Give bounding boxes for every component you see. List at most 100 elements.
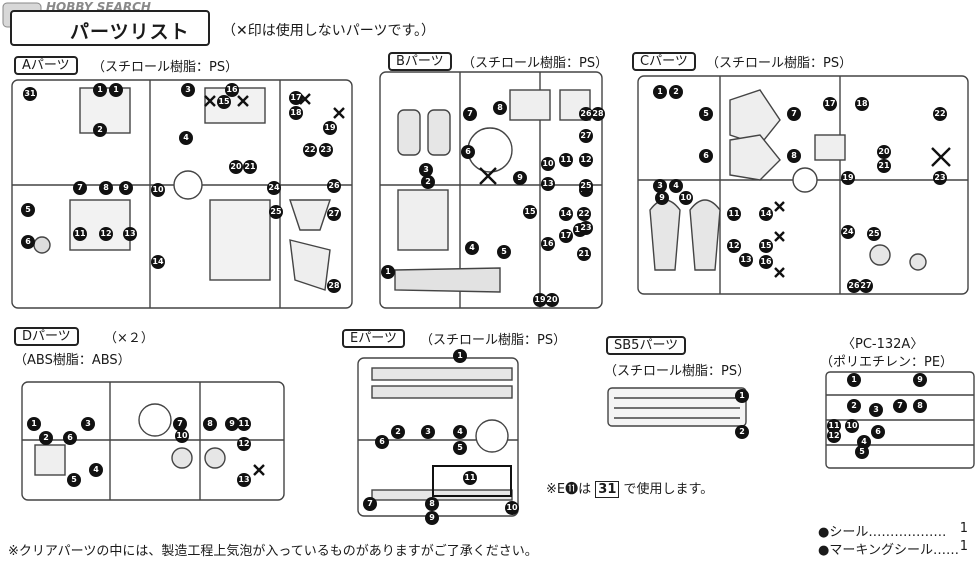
legend-marking-seal-label: ●マーキングシール…… — [818, 543, 959, 558]
part-number-c-1: 1 — [653, 85, 667, 99]
part-number-b-21: 21 — [577, 247, 591, 261]
part-number-c-13: 13 — [739, 253, 753, 267]
part-number-a-7: 7 — [73, 181, 87, 195]
section-b-label: Bパーツ — [388, 52, 452, 71]
part-number-b-27: 27 — [579, 129, 593, 143]
part-number-c-25: 25 — [867, 227, 881, 241]
part-number-b-1: 1 — [381, 265, 395, 279]
section-pc-material: （ポリエチレン：PE） — [820, 355, 954, 370]
clear-parts-note: ※クリアパーツの中には、製造工程上気泡が入っているものがありますがご了承ください… — [8, 544, 538, 559]
part-number-pc-9: 9 — [913, 373, 927, 387]
part-number-d-1: 1 — [27, 417, 41, 431]
runner-sb5 — [607, 387, 747, 427]
part-number-a-18: 18 — [289, 106, 303, 120]
part-number-a-14: 14 — [151, 255, 165, 269]
section-b-material: （スチロール樹脂：PS） — [462, 56, 609, 71]
part-number-b-15: 15 — [523, 205, 537, 219]
e11-note: ※E⓫は 31 で使用します。 — [546, 478, 713, 498]
part-number-c-24: 24 — [841, 225, 855, 239]
part-number-b-10: 10 — [541, 157, 555, 171]
part-number-a-19: 19 — [323, 121, 337, 135]
runner-b — [379, 71, 603, 309]
section-sb5-material: （スチロール樹脂：PS） — [604, 364, 751, 379]
part-number-pc-3: 3 — [869, 403, 883, 417]
legend-marking-seal: ●マーキングシール…… 1 — [818, 539, 968, 558]
part-number-e-1: 1 — [453, 349, 467, 363]
part-number-b-5: 5 — [497, 245, 511, 259]
part-number-pc-1: 1 — [847, 373, 861, 387]
part-number-c-15: 15 — [759, 239, 773, 253]
e11-note-ref: 31 — [595, 481, 620, 498]
part-number-d-10: 10 — [175, 429, 189, 443]
part-number-e-5: 5 — [453, 441, 467, 455]
e11-note-num: ⓫ — [565, 482, 579, 497]
part-number-a-24: 24 — [267, 181, 281, 195]
part-number-c-5: 5 — [699, 107, 713, 121]
part-number-e-10: 10 — [505, 501, 519, 515]
part-number-a-25: 25 — [269, 205, 283, 219]
part-number-c-26: 26 — [847, 279, 861, 293]
part-number-a-11: 11 — [73, 227, 87, 241]
part-number-a-1: 1 — [93, 83, 107, 97]
part-number-pc-8: 8 — [913, 399, 927, 413]
part-number-b-8: 8 — [493, 101, 507, 115]
part-number-c-10: 10 — [679, 191, 693, 205]
part-number-sb5-2: 2 — [735, 425, 749, 439]
section-c-material: （スチロール樹脂：PS） — [706, 56, 853, 71]
runner-d — [21, 381, 285, 501]
part-number-c-3: 3 — [653, 179, 667, 193]
part-number-a-15: 15 — [217, 95, 231, 109]
part-number-c-18: 18 — [855, 97, 869, 111]
part-number-a-9: 9 — [119, 181, 133, 195]
part-number-d-3: 3 — [81, 417, 95, 431]
part-number-d-7: 7 — [173, 417, 187, 431]
part-number-b-19: 19 — [533, 293, 547, 307]
part-number-e-4: 4 — [453, 425, 467, 439]
part-number-d-11: 11 — [237, 417, 251, 431]
legend-seal-label: ●シール……………… — [818, 525, 947, 540]
part-number-c-20: 20 — [877, 145, 891, 159]
part-number-d-9: 9 — [225, 417, 239, 431]
section-d-material: （ABS樹脂：ABS） — [14, 353, 131, 368]
part-number-d-2: 2 — [39, 431, 53, 445]
section-d-label: Dパーツ — [14, 327, 79, 346]
part-number-b-23: 23 — [579, 221, 593, 235]
part-number-b-9: 9 — [513, 171, 527, 185]
part-number-c-6: 6 — [699, 149, 713, 163]
part-number-d-8: 8 — [203, 417, 217, 431]
part-number-b-7: 7 — [463, 107, 477, 121]
part-number-e-11: 11 — [463, 471, 477, 485]
legend-seal: ●シール……………… 1 — [818, 521, 968, 540]
part-number-e-2: 2 — [391, 425, 405, 439]
section-e-material: （スチロール樹脂：PS） — [420, 333, 567, 348]
part-number-c-8: 8 — [787, 149, 801, 163]
section-pc-label: 〈PC-132A〉 — [842, 337, 924, 352]
part-number-a-20: 20 — [229, 160, 243, 174]
part-number-c-2: 2 — [669, 85, 683, 99]
part-number-b-3: 3 — [419, 163, 433, 177]
part-number-pc-6: 6 — [871, 425, 885, 439]
part-number-pc-12: 12 — [827, 429, 841, 443]
part-number-a-4: 4 — [179, 131, 193, 145]
part-number-a-26: 26 — [327, 179, 341, 193]
section-c-label: Cパーツ — [632, 52, 696, 71]
part-number-b-20: 20 — [545, 293, 559, 307]
part-number-a-10: 10 — [151, 183, 165, 197]
part-number-b-6: 6 — [461, 145, 475, 159]
part-number-a-31: 31 — [23, 87, 37, 101]
part-number-a-28: 28 — [327, 279, 341, 293]
part-number-e-9: 9 — [425, 511, 439, 525]
part-number-c-7: 7 — [787, 107, 801, 121]
part-number-d-5: 5 — [67, 473, 81, 487]
e11-note-mid: は — [578, 482, 592, 497]
part-number-c-14: 14 — [759, 207, 773, 221]
runner-c — [637, 75, 969, 295]
legend-seal-value: 1 — [959, 521, 968, 536]
part-number-c-9: 9 — [655, 191, 669, 205]
part-number-a-23: 23 — [319, 143, 333, 157]
title-note: （✕印は使用しないパーツです。） — [222, 23, 436, 39]
part-number-pc-7: 7 — [893, 399, 907, 413]
part-number-pc-10: 10 — [845, 419, 859, 433]
part-number-c-11: 11 — [727, 207, 741, 221]
